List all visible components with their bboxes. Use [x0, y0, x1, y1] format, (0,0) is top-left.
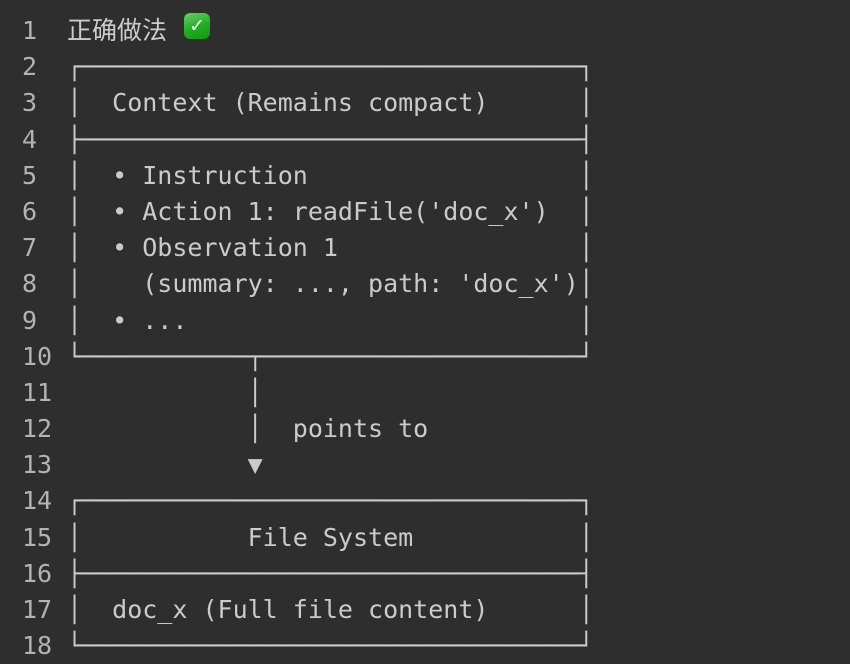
- line-number: 2: [22, 52, 38, 82]
- line-number: 17: [22, 595, 53, 624]
- code-line[interactable]: │ • ... │: [67, 305, 594, 335]
- editor-row: 15 │ File System │: [0, 520, 850, 556]
- code-line[interactable]: └───────────┬─────────────────────┘: [67, 341, 594, 371]
- editor-row: 17 │ doc_x (Full file content) │: [0, 592, 850, 628]
- code-line[interactable]: │ • Action 1: readFile('doc_x') │: [67, 196, 594, 226]
- code-line[interactable]: │ (summary: ..., path: 'doc_x')│: [67, 269, 594, 299]
- editor-row: 16 ├─────────────────────────────────┤: [0, 556, 850, 592]
- editor-row: 13 ▼: [0, 447, 850, 483]
- line-number: 4: [22, 124, 38, 154]
- editor-row: 6 │ • Action 1: readFile('doc_x') │: [0, 194, 850, 230]
- editor-row: 4 ├─────────────────────────────────┤: [0, 122, 850, 158]
- check-mark-icon: ✓: [184, 13, 211, 39]
- line-number: 12: [22, 414, 53, 444]
- editor-row: 2 ┌─────────────────────────────────┐: [0, 49, 850, 85]
- code-line[interactable]: │ points to: [67, 414, 429, 444]
- editor-row: 8 │ (summary: ..., path: 'doc_x')│: [0, 266, 850, 302]
- code-line[interactable]: │ • Observation 1 │: [67, 233, 594, 263]
- code-line[interactable]: │ doc_x (Full file content) │: [67, 595, 594, 624]
- code-line[interactable]: 正确做法: [67, 16, 183, 45]
- editor-row: 12 │ points to: [0, 411, 850, 447]
- line-number: 8: [22, 269, 38, 299]
- line-number: 7: [22, 233, 38, 263]
- line-number: 3: [22, 88, 38, 118]
- editor-row: 11 │: [0, 375, 850, 411]
- code-line[interactable]: │: [67, 377, 263, 407]
- editor-row: 9 │ • ... │: [0, 303, 850, 339]
- code-line[interactable]: ┌─────────────────────────────────┐: [67, 52, 594, 82]
- editor-row: 10 └───────────┬─────────────────────┘: [0, 339, 850, 375]
- editor-row: 7 │ • Observation 1 │: [0, 230, 850, 266]
- line-number: 13: [22, 450, 53, 480]
- line-number: 1: [22, 16, 38, 45]
- line-number: 5: [22, 160, 38, 190]
- line-number: 15: [22, 522, 53, 552]
- code-line[interactable]: ┌─────────────────────────────────┐: [67, 486, 594, 516]
- editor-row: 3 │ Context (Remains compact) │: [0, 85, 850, 121]
- line-number: 11: [22, 377, 53, 407]
- code-line[interactable]: │ File System │: [67, 522, 594, 552]
- editor-row: 18 └─────────────────────────────────┘: [0, 628, 850, 664]
- line-number: 14: [22, 486, 53, 516]
- code-line[interactable]: └─────────────────────────────────┘: [67, 631, 594, 661]
- code-line[interactable]: ▼: [67, 450, 263, 480]
- code-line[interactable]: ├─────────────────────────────────┤: [67, 558, 594, 588]
- code-line[interactable]: │ Context (Remains compact) │: [67, 88, 594, 118]
- code-line[interactable]: ├─────────────────────────────────┤: [67, 124, 594, 154]
- line-number: 6: [22, 196, 38, 226]
- editor-row: 1 正确做法 ✓: [0, 13, 850, 49]
- editor-row: 14 ┌─────────────────────────────────┐: [0, 483, 850, 519]
- line-number: 16: [22, 558, 53, 588]
- editor-row: 5 │ • Instruction │: [0, 158, 850, 194]
- line-number: 9: [22, 305, 38, 335]
- code-line[interactable]: │ • Instruction │: [67, 160, 594, 190]
- line-number: 10: [22, 341, 53, 371]
- line-number: 18: [22, 631, 53, 661]
